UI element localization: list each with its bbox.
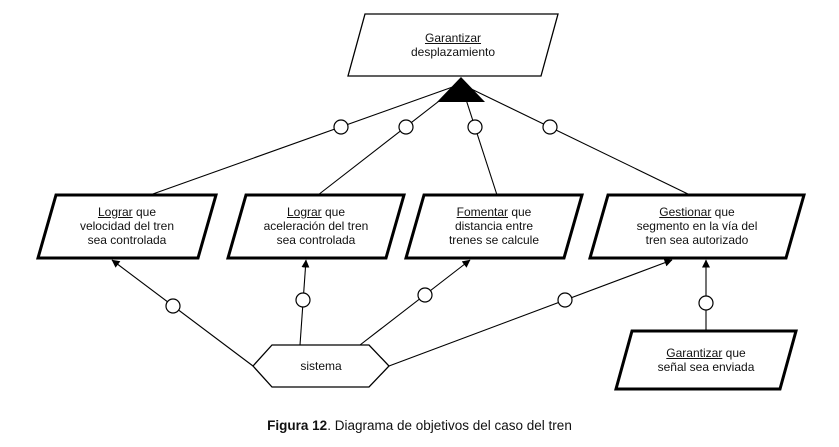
convergence-arrowhead-fan bbox=[437, 77, 485, 102]
refinement-circle bbox=[333, 119, 349, 135]
goal-aceleracion-shape bbox=[226, 193, 406, 260]
goal-aceleracion-label: Lograr que aceleración del tren sea cont… bbox=[263, 205, 369, 247]
goal-senal-shape bbox=[614, 329, 798, 391]
goal-senal-label: Garantizar que señal sea enviada bbox=[657, 346, 755, 374]
edge-velocidad-to-top bbox=[149, 83, 462, 196]
refinement-circle bbox=[557, 292, 573, 308]
refinement-circle bbox=[698, 295, 714, 311]
goal-distancia-shape bbox=[404, 193, 584, 260]
goal-distancia-label: Fomentar que distancia entre trenes se c… bbox=[448, 205, 540, 247]
figure-caption-text: . Diagrama de objetivos del caso del tre… bbox=[327, 418, 572, 433]
refinement-circle bbox=[542, 119, 558, 135]
edge-sistema-to-distancia bbox=[359, 259, 471, 346]
edge-aceleracion-to-top bbox=[317, 83, 462, 196]
refinement-circle bbox=[467, 119, 483, 135]
refinement-circle bbox=[165, 298, 181, 314]
top-goal-shape bbox=[347, 13, 559, 77]
refinement-circle bbox=[417, 287, 433, 303]
refinement-circle bbox=[398, 119, 414, 135]
edge-segmento-to-top bbox=[460, 83, 691, 196]
agent-sistema-label: sistema bbox=[300, 359, 342, 373]
figure-caption-number: Figura 12 bbox=[267, 418, 328, 433]
goal-velocidad-shape bbox=[36, 193, 218, 260]
edge-sistema-to-velocidad bbox=[111, 259, 254, 367]
goal-segmento-label: Gestionar que segmento en la vía del tre… bbox=[636, 205, 758, 247]
top-goal-label: Garantizar desplazamiento bbox=[410, 31, 496, 59]
goal-segmento-shape bbox=[588, 193, 806, 260]
figure-caption: Figura 12. Diagrama de objetivos del cas… bbox=[0, 418, 839, 433]
goal-velocidad-label: Lograr que velocidad del tren sea contro… bbox=[79, 205, 175, 247]
edge-distancia-to-top bbox=[460, 83, 498, 196]
edge-sistema-to-segmento bbox=[388, 258, 673, 367]
refinement-circle bbox=[295, 292, 311, 308]
